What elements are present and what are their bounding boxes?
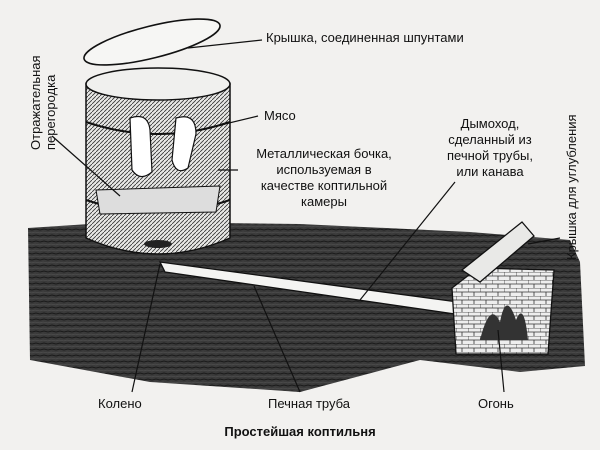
leader-lines	[51, 39, 561, 393]
label-baffle-line1: Отражательная	[28, 55, 43, 150]
label-barrel-line3: качестве коптильной	[260, 178, 388, 193]
label-elbow: Колено	[98, 396, 142, 411]
fire-flames	[480, 305, 528, 340]
baffle	[95, 185, 221, 215]
label-pipe: Печная труба	[268, 396, 351, 411]
metal-barrel	[85, 67, 231, 255]
label-barrel: Металлическая бочка, используемая в каче…	[226, 146, 422, 210]
meat-piece	[129, 115, 153, 178]
label-chimney: Дымоход, сделанный из печной трубы, или …	[430, 116, 550, 180]
label-chimney-line3: печной трубы,	[447, 148, 533, 163]
label-pit-lid: Крышка для углубления	[564, 114, 579, 260]
label-lid: Крышка, соединенная шпунтами	[266, 30, 464, 45]
label-fire: Огонь	[478, 396, 514, 411]
fire-pit	[451, 221, 555, 355]
label-barrel-line2: используемая в	[276, 162, 372, 177]
label-barrel-line1: Металлическая бочка,	[256, 146, 392, 161]
label-chimney-line1: Дымоход,	[460, 116, 520, 131]
label-meat: Мясо	[264, 108, 296, 123]
label-baffle-line2: перегородка	[43, 74, 58, 150]
label-barrel-line4: камеры	[301, 194, 347, 209]
label-baffle: Отражательная перегородка	[28, 55, 58, 150]
meat-piece	[171, 116, 197, 172]
label-chimney-line4: или канава	[456, 164, 524, 179]
pit-lid	[460, 221, 535, 283]
diagram-caption: Простейшая коптильня	[224, 424, 376, 439]
label-chimney-line2: сделанный из	[448, 132, 532, 147]
barrel-lid	[83, 18, 221, 66]
